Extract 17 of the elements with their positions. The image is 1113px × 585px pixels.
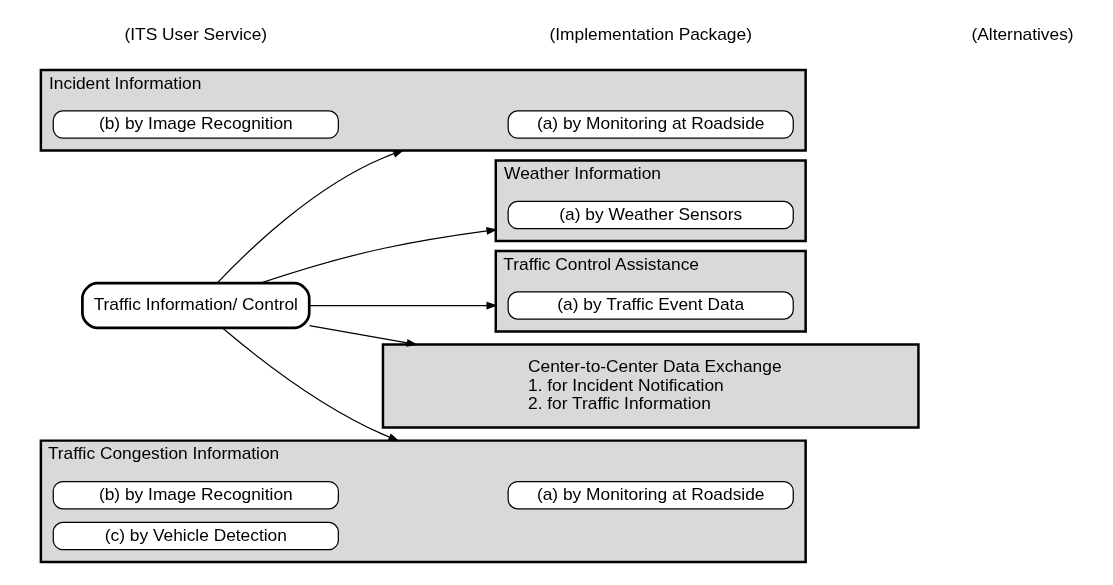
node-box: (c) by Vehicle Detection bbox=[52, 521, 339, 551]
arrow bbox=[216, 149, 405, 284]
arrow bbox=[308, 324, 418, 347]
label: (Implementation Package) bbox=[549, 23, 752, 44]
node-box: (a) by Monitoring at Roadside bbox=[507, 480, 794, 510]
node-box: (b) by Image Recognition bbox=[52, 480, 339, 510]
arrow bbox=[222, 327, 400, 442]
node-box: Traffic Information/ Control bbox=[81, 281, 311, 330]
label: (ITS User Service) bbox=[124, 23, 268, 44]
node-box: (a) by Weather Sensors bbox=[507, 200, 794, 230]
node-box: (a) by Monitoring at Roadside bbox=[507, 110, 794, 139]
arrow bbox=[259, 227, 498, 284]
arrow bbox=[308, 301, 498, 310]
node-box: (b) by Image Recognition bbox=[52, 110, 339, 139]
label: (Alternatives) bbox=[971, 23, 1074, 44]
node-box: Center-to-Center Data Exchange 1. for Incident Notification 2. for Traffic Information bbox=[381, 343, 920, 429]
node-box: (a) by Traffic Event Data bbox=[507, 291, 794, 320]
